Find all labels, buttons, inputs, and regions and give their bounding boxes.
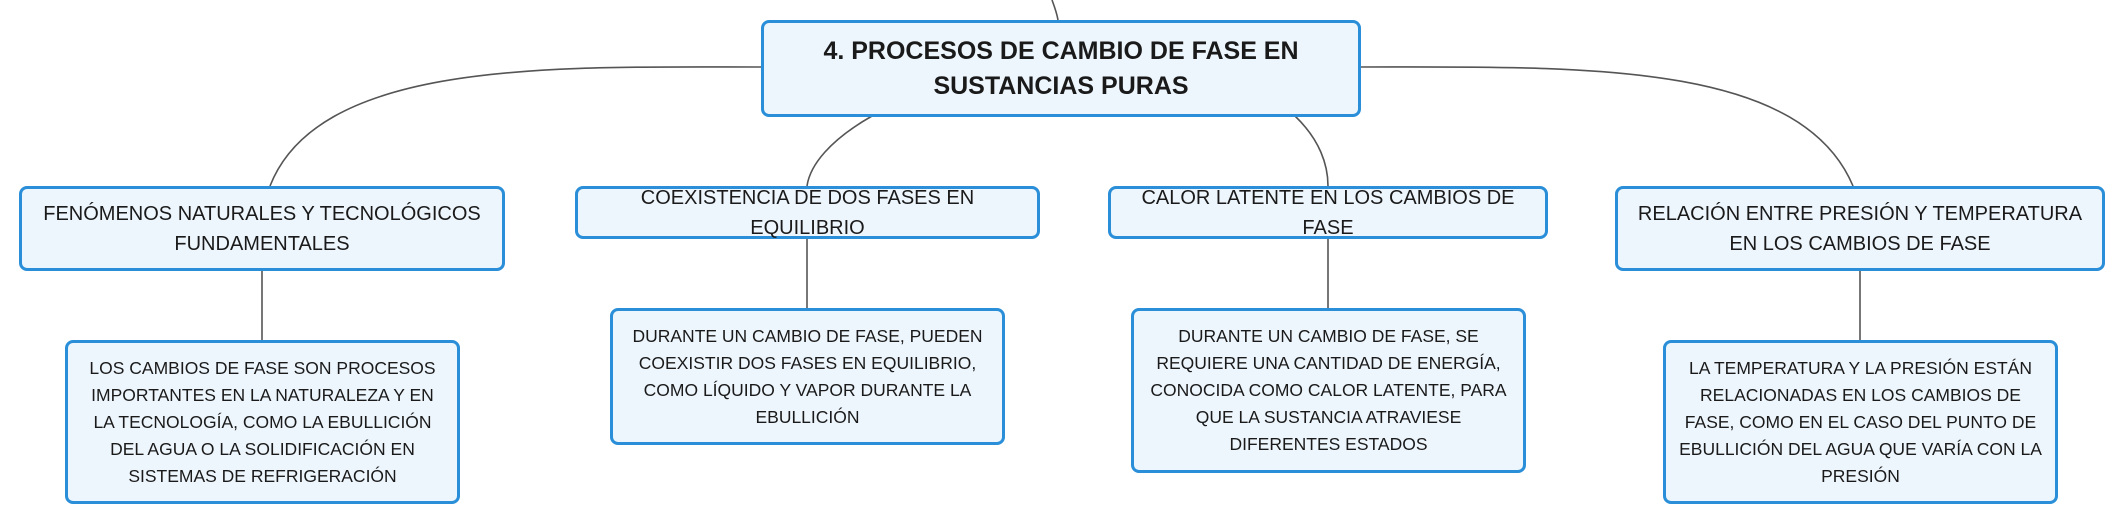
branch-topic-label: FENÓMENOS NATURALES Y TECNOLÓGICOS FUNDA… xyxy=(43,202,481,255)
root-topic-label: 4. PROCESOS DE CAMBIO DE FASE EN SUSTANC… xyxy=(823,36,1299,100)
detail-topic-latent-heat[interactable]: DURANTE UN CAMBIO DE FASE, SE REQUIERE U… xyxy=(1131,308,1526,473)
detail-topic-text: DURANTE UN CAMBIO DE FASE, PUEDEN COEXIS… xyxy=(632,325,983,427)
branch-topic-label: RELACIÓN ENTRE PRESIÓN Y TEMPERATURA EN … xyxy=(1637,202,2083,255)
detail-topic-text: LA TEMPERATURA Y LA PRESIÓN ESTÁN RELACI… xyxy=(1679,357,2042,486)
detail-topic-text: DURANTE UN CAMBIO DE FASE, SE REQUIERE U… xyxy=(1150,326,1507,454)
detail-topic-natural-phenomena[interactable]: LOS CAMBIOS DE FASE SON PROCESOS IMPORTA… xyxy=(65,340,460,504)
branch-topic-latent-heat[interactable]: CALOR LATENTE EN LOS CAMBIOS DE FASE xyxy=(1108,186,1548,239)
connector-root-to-branch-1 xyxy=(269,66,765,187)
detail-topic-two-phase-coexistence[interactable]: DURANTE UN CAMBIO DE FASE, PUEDEN COEXIS… xyxy=(610,308,1005,445)
detail-topic-pressure-temperature[interactable]: LA TEMPERATURA Y LA PRESIÓN ESTÁN RELACI… xyxy=(1663,340,2058,504)
connector-root-to-branch-4 xyxy=(1359,66,1854,187)
connector-parent-to-root xyxy=(1051,0,1059,21)
detail-topic-text: LOS CAMBIOS DE FASE SON PROCESOS IMPORTA… xyxy=(89,357,436,486)
connector-root-to-branch-3 xyxy=(1294,115,1329,187)
branch-topic-natural-phenomena[interactable]: FENÓMENOS NATURALES Y TECNOLÓGICOS FUNDA… xyxy=(19,186,505,271)
root-topic[interactable]: 4. PROCESOS DE CAMBIO DE FASE EN SUSTANC… xyxy=(761,20,1361,117)
connector-root-to-branch-2 xyxy=(806,115,873,187)
branch-topic-label: COEXISTENCIA DE DOS FASES EN EQUILIBRIO xyxy=(640,186,975,239)
branch-topic-two-phase-coexistence[interactable]: COEXISTENCIA DE DOS FASES EN EQUILIBRIO xyxy=(575,186,1040,239)
branch-topic-pressure-temperature[interactable]: RELACIÓN ENTRE PRESIÓN Y TEMPERATURA EN … xyxy=(1615,186,2105,271)
branch-topic-label: CALOR LATENTE EN LOS CAMBIOS DE FASE xyxy=(1141,186,1515,239)
